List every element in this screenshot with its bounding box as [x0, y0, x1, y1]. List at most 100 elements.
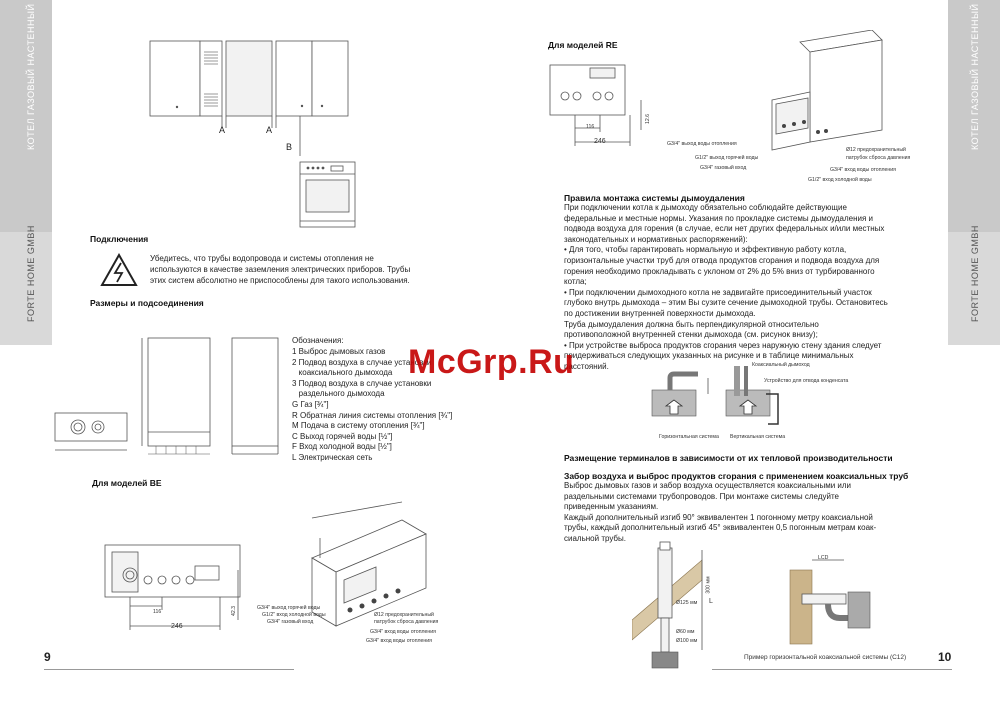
legend-line: 1 Выброс дымовых газов [292, 347, 386, 356]
re-label-right-1: патрубок сброса давления [846, 155, 911, 161]
flue-text-line: котла; [564, 277, 587, 287]
flue-text-line: противоположной внутренней стенки дымохо… [564, 330, 818, 340]
dim-lcd: LCD [818, 555, 829, 561]
flue-text-line: по достижении внутренней поверхности дым… [564, 308, 756, 318]
flue-text-line: подвода воздуха для горения (в случае, е… [564, 224, 885, 234]
connections-text-2: используются в качестве заземления элект… [150, 265, 411, 274]
left-sidebar-title: КОТЕЛ ГАЗОВЫЙ НАСТЕННЫЙ [26, 3, 36, 150]
re-boiler-3d [771, 30, 883, 151]
flue-text-line: • При устройстве выброса продуктов сгора… [564, 340, 882, 350]
flue-text-line: глубоко внутрь дымохода – этим Вы сузите… [564, 298, 888, 308]
be-label-2: G3/4" газовый вход [267, 619, 314, 625]
flue-text-line: горения необходимо прокладывать с уклоно… [564, 266, 875, 276]
legend-line: M Подача в систему отопления [¾"] [292, 421, 425, 431]
be-dim-116: 116 [153, 609, 162, 615]
be-label-1: G1/2" вход холодной воды [262, 612, 326, 618]
placement-heading: Размещение терминалов в зависимости от и… [564, 453, 893, 463]
coax-text-line: Выброс дымовых газов и забор воздуха осу… [564, 481, 851, 490]
re-label-right-0: Ø12 предохранительный [846, 147, 906, 153]
coax-text-line: Каждый дополнительный изгиб 90° эквивале… [564, 512, 873, 522]
coax-text-line: приведенным указаниям. [564, 502, 659, 512]
flue-text-line: Труба дымоудаления должна быть перпендик… [564, 319, 819, 329]
flue-text-line: придерживаться следующих указанных на ри… [564, 351, 854, 361]
re-dim-12: 12.6 [645, 113, 652, 125]
dim-d100: Ø100 мм [676, 638, 698, 644]
legend-line: F Вход холодной воды [½"] [292, 442, 392, 452]
be-bottom-diagram [104, 544, 241, 630]
flue-heading: Правила монтажа системы дымоудаления [564, 193, 745, 203]
connections-heading: Подключения [90, 234, 149, 244]
legend-line: 2 Подвод воздуха в случае установки [292, 357, 432, 367]
right-sidebar-title: КОТЕЛ ГАЗОВЫЙ НАСТЕННЫЙ [970, 3, 980, 150]
right-sidebar-brand: FORTE HOME GMBH [970, 225, 980, 322]
dim-b: B [286, 142, 293, 152]
right-sidebar-top [948, 0, 1000, 232]
left-sidebar-top [0, 0, 52, 232]
page-number-left: 9 [44, 650, 51, 664]
legend-line: 3 Подвод воздуха в случае установки [292, 378, 432, 388]
re-dim-246: 246 [594, 138, 606, 145]
left-sidebar: КОТЕЛ ГАЗОВЫЙ НАСТЕННЫЙ FORTE HOME GMBH [0, 0, 52, 345]
fig-label-vertical: Вертикальная система [730, 434, 786, 440]
re-bottom-diagram [549, 64, 642, 146]
legend-line: коаксиального дымохода [292, 368, 393, 378]
dim-h300: 300 мм [705, 576, 712, 594]
flue-text-line: расстояний. [564, 361, 609, 371]
re-heading: Для моделей RE [548, 40, 618, 50]
be-label-3: Ø12 предохранительный [374, 612, 434, 618]
coax-heading: Забор воздуха и выброс продуктов сгорани… [564, 471, 909, 481]
flue-text-line: федеральные и местные нормы. Указания по… [564, 213, 874, 223]
flue-text-line: законодательных и нормативных распоряжен… [564, 234, 748, 244]
be-heading: Для моделей BE [92, 478, 162, 488]
flue-text-line: горизонтальные участки труб для отвода п… [564, 255, 880, 265]
flue-text-line: При подключении котла к дымоходу обязате… [564, 203, 847, 212]
dim-d60: Ø60 мм [676, 629, 695, 635]
be-boiler-3d [311, 501, 427, 627]
watermark: McGrp.Ru [408, 343, 575, 381]
connections-text-3: этих систем абсолютно не приспособлены д… [150, 276, 410, 285]
legend-line: L Электрическая сеть [292, 452, 373, 462]
dim-a-left: A [219, 125, 226, 135]
right-sidebar: КОТЕЛ ГАЗОВЫЙ НАСТЕННЫЙ FORTE HOME GMBH [948, 0, 1000, 345]
re-label-right-2: G3/4" вход воды отопления [830, 167, 896, 173]
be-dim-42: 42.3 [231, 605, 238, 617]
figure-caption: Пример горизонтальной коаксиальной систе… [744, 654, 907, 661]
re-label-right-3: G1/2" вход холодной воды [808, 177, 872, 183]
legend-title: Обозначения: [292, 336, 344, 345]
dimensions-diagram [54, 337, 279, 455]
dim-l: L [709, 598, 713, 605]
page-number-right: 10 [938, 650, 952, 664]
dimensions-heading: Размеры и подсоединения [90, 298, 204, 308]
legend-line: раздельного дымохода [292, 389, 385, 399]
dim-a-right: A [266, 125, 273, 135]
coax-text-line: сиальной трубы. [564, 533, 626, 543]
left-footer-rule [44, 669, 294, 670]
coax-text-line: раздельными системами трубопроводов. При… [564, 491, 839, 501]
re-label-left-0: G3/4" выход воды отопления [667, 141, 737, 147]
horizontal-coax-diagram [789, 559, 871, 645]
be-label-4: патрубок сброса давления [374, 619, 439, 625]
coax-text: Выброс дымовых газов и забор воздуха осу… [564, 481, 909, 545]
cabinet-diagram [149, 40, 356, 228]
flue-text-line: • Для того, чтобы гарантировать нормальн… [564, 245, 847, 255]
left-sidebar-brand: FORTE HOME GMBH [26, 225, 36, 322]
re-label-left-2: G3/4" газовый вход [700, 165, 747, 171]
re-label-left-1: G1/2" выход горячей воды [695, 155, 759, 161]
vertical-coax-diagram [632, 541, 703, 669]
fig-label-chimney: Коаксиальный дымоход [752, 362, 810, 368]
be-label-6: G3/4" вход воды отопления [366, 638, 432, 644]
electric-warning-icon [100, 253, 138, 286]
legend-line: R Обратная линия системы отопления [¾"] [292, 410, 453, 420]
dim-d125: Ø125 мм [676, 600, 698, 606]
re-dim-116: 116 [586, 124, 595, 130]
fig-label-horizontal: Горизонтальная система [659, 434, 719, 440]
be-label-0: G3/4" выход горячей воды [257, 605, 321, 611]
connections-text-1: Убедитесь, что трубы водопровода и систе… [150, 254, 374, 263]
legend-line: C Выход горячей воды [½"] [292, 431, 393, 441]
coax-text-line: трубы, каждый дополнительный изгиб 45° э… [564, 523, 877, 533]
flue-text: При подключении котла к дымоходу обязате… [564, 203, 909, 373]
be-dim-246: 246 [171, 623, 183, 630]
legend-line: G Газ [¾"] [292, 399, 329, 409]
fig-label-device: Устройство для отвода конденсата [764, 378, 849, 384]
